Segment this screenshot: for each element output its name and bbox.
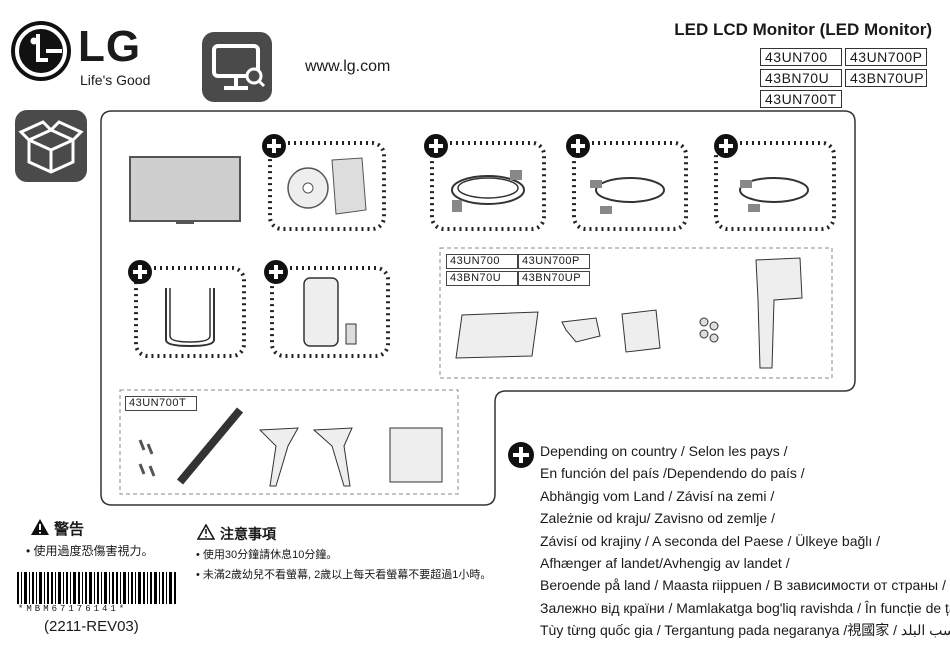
monitor-search-icon xyxy=(202,32,272,102)
group-model-label: 43UN700 xyxy=(446,254,518,269)
country-note-line: Tùy từng quốc gia / Tergantung pada nega… xyxy=(540,622,950,639)
plus-circle-icon xyxy=(264,260,288,284)
plus-circle-icon xyxy=(262,134,286,158)
notice-line: • 未滿2歲幼兒不看螢幕, 2歲以上每天看螢幕不要超過1小時。 xyxy=(196,569,492,581)
barcode-number: *MBM67176141* xyxy=(18,604,128,614)
model-badge: 43UN700T xyxy=(760,90,842,108)
brand-name: LG xyxy=(78,22,142,71)
warning-text: • 使用過度恐傷害視力。 xyxy=(26,544,154,558)
depending-on-country-list: Depending on country / Selon les pays / … xyxy=(540,440,950,642)
website-url: www.lg.com xyxy=(305,58,391,75)
model-badge: 43BN70U xyxy=(760,69,842,87)
contents-panel xyxy=(100,110,856,506)
country-note-line: Zależnie od kraju/ Zavisno od zemlje / xyxy=(540,510,775,527)
model-badge: 43UN700 xyxy=(760,48,842,66)
country-note-line: Beroende på land / Maasta riippuen / В з… xyxy=(540,577,946,594)
document-title: LED LCD Monitor (LED Monitor) xyxy=(674,20,932,39)
plus-circle-icon xyxy=(566,134,590,158)
country-note-line: Abhängig vom Land / Závisí na zemi / xyxy=(540,487,775,504)
revision-code: (2211-REV03) xyxy=(44,618,139,635)
country-note-line: Afhænger af landet/Avhengig av landet / xyxy=(540,555,790,572)
plus-circle-icon xyxy=(714,134,738,158)
t-model-label: 43UN700T xyxy=(125,396,197,411)
notice-line: • 使用30分鐘請休息10分鐘。 xyxy=(196,549,338,561)
group-model-label: 43UN700P xyxy=(518,254,590,269)
plus-circle-icon xyxy=(424,134,448,158)
package-box-icon xyxy=(15,110,87,182)
brand-tagline: Life's Good xyxy=(80,72,151,88)
country-note-line: En función del país /Dependendo do país … xyxy=(540,465,805,482)
model-badge: 43BN70UP xyxy=(845,69,927,87)
lg-logo-icon xyxy=(11,21,71,81)
plus-circle-icon xyxy=(508,442,534,468)
notice-title: 注意事項 xyxy=(220,526,276,542)
plus-circle-icon xyxy=(128,260,152,284)
caution-triangle-icon xyxy=(197,524,215,540)
group-model-label: 43BN70UP xyxy=(518,271,590,286)
model-badge: 43UN700P xyxy=(845,48,927,66)
warning-triangle-icon xyxy=(31,519,49,535)
country-note-line: Залежно від країни / Mamlakatga bog'liq … xyxy=(540,599,950,616)
warning-title: 警告 xyxy=(54,521,85,538)
barcode-image xyxy=(17,572,176,604)
country-note-line: Depending on country / Selon les pays / xyxy=(540,443,788,459)
country-note-line: Závisí od krajiny / A seconda del Paese … xyxy=(540,532,881,549)
group-model-label: 43BN70U xyxy=(446,271,518,286)
